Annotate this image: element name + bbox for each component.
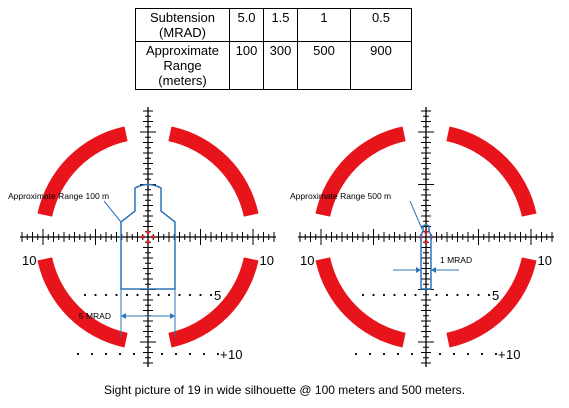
holdover-dot xyxy=(393,293,396,297)
holdover-dot xyxy=(132,352,136,356)
holdover-dot xyxy=(382,352,386,356)
holdover-dot xyxy=(174,352,178,356)
holdover-label-10: 10 xyxy=(228,347,242,362)
holdover-dot xyxy=(477,293,480,297)
reticle-ring-segment xyxy=(37,257,128,348)
reticle-ring-segment xyxy=(168,126,259,217)
holdover-dot xyxy=(438,352,442,356)
holdover-dot xyxy=(403,293,407,297)
center-marker xyxy=(151,235,155,239)
holdover-dot xyxy=(104,352,108,356)
holdover-dot xyxy=(487,293,491,297)
left-scale-number: 10 xyxy=(300,253,314,268)
holdover-dot xyxy=(115,293,118,297)
holdover-dot xyxy=(167,293,171,297)
holdover-plus-sign: + xyxy=(220,347,228,362)
table-cell: 900 xyxy=(350,41,412,90)
holdover-dot xyxy=(104,293,108,297)
table-header-subtension: Subtension (MRAD) xyxy=(135,8,230,42)
reticle-ring-segment xyxy=(37,126,128,217)
holdover-dot xyxy=(199,293,202,297)
holdover-dot xyxy=(125,293,129,297)
holdover-dot xyxy=(466,293,470,297)
table-cell: 300 xyxy=(263,41,298,90)
table-cell: 1.5 xyxy=(263,8,298,42)
table-row: Subtension (MRAD) 5.0 1.5 1 0.5 xyxy=(135,8,412,42)
table-cell: 5.0 xyxy=(229,8,264,42)
table-row: Approximate Range (meters) 100 300 500 9… xyxy=(135,41,412,90)
holdover-label-10: 10 xyxy=(506,347,520,362)
target-silhouette xyxy=(420,224,432,290)
table-cell: 0.5 xyxy=(350,8,412,42)
reticle-100m: 10 10 5 +10 5 MRAD Approximate Range 100 m xyxy=(8,107,276,367)
holdover-dot xyxy=(382,293,386,297)
arrowhead xyxy=(416,267,421,273)
holdover-dot xyxy=(94,293,97,297)
right-scale-number: 10 xyxy=(538,253,552,268)
center-marker xyxy=(141,235,145,239)
target-silhouette xyxy=(120,183,176,290)
holdover-dot xyxy=(178,293,181,297)
arrowhead xyxy=(170,313,175,319)
holdover-dot xyxy=(90,352,94,356)
holdover-label-5: 5 xyxy=(214,288,221,303)
holdover-dot xyxy=(452,352,456,356)
reticle-ring-segment xyxy=(446,257,537,348)
reticle-ring-segment xyxy=(315,257,406,348)
holdover-label-5: 5 xyxy=(492,288,499,303)
reticle-ring-segment xyxy=(315,126,406,217)
range-annotation: Approximate Range 500 m xyxy=(290,191,391,201)
arrowhead xyxy=(431,267,436,273)
holdover-dot xyxy=(368,352,372,356)
holdover-dot xyxy=(361,293,365,297)
holdover-dot xyxy=(160,352,164,356)
annotation-leader xyxy=(409,200,423,230)
holdover-dot xyxy=(83,293,87,297)
holdover-dot xyxy=(76,352,80,356)
holdover-dot xyxy=(445,293,449,297)
right-scale-number: 10 xyxy=(260,253,274,268)
holdover-dot xyxy=(188,352,192,356)
center-marker xyxy=(424,230,428,234)
holdover-dot xyxy=(188,293,192,297)
reticle-ring-segment xyxy=(446,126,537,217)
holdover-dot xyxy=(136,293,139,297)
holdover-dot xyxy=(480,352,484,356)
range-annotation: Approximate Range 100 m xyxy=(8,191,109,201)
arrowhead xyxy=(121,313,126,319)
holdover-dot xyxy=(372,293,375,297)
holdover-dot xyxy=(414,293,417,297)
left-scale-number: 10 xyxy=(22,253,36,268)
holdover-dot xyxy=(435,293,438,297)
holdover-dot xyxy=(396,352,400,356)
reticle-ring-segment xyxy=(168,257,259,348)
holdover-plus-sign: + xyxy=(498,347,506,362)
holdover-dot xyxy=(410,352,414,356)
reticle-500m: 10 10 5 +10 1 MRAD Approximate Range 500 m xyxy=(290,107,554,367)
figure-caption: Sight picture of 19 in wide silhouette @… xyxy=(103,383,466,397)
holdover-dot xyxy=(202,352,206,356)
measure-label: 1 MRAD xyxy=(440,255,472,265)
measure-label: 5 MRAD xyxy=(79,311,111,321)
center-marker xyxy=(146,230,150,234)
holdover-dot xyxy=(354,352,358,356)
holdover-dot xyxy=(466,352,470,356)
holdover-dot xyxy=(456,293,459,297)
holdover-dot xyxy=(118,352,122,356)
holdover-dot xyxy=(157,293,160,297)
range-table: Subtension (MRAD) 5.0 1.5 1 0.5 Approxim… xyxy=(135,8,412,90)
table-header-range: Approximate Range (meters) xyxy=(135,41,230,90)
holdover-dot xyxy=(209,293,213,297)
holdover-dot xyxy=(216,352,220,356)
holdover-dot xyxy=(494,352,498,356)
center-marker xyxy=(146,240,150,244)
table-cell: 100 xyxy=(229,41,264,90)
center-marker xyxy=(424,240,428,244)
annotation-leader xyxy=(103,200,122,223)
